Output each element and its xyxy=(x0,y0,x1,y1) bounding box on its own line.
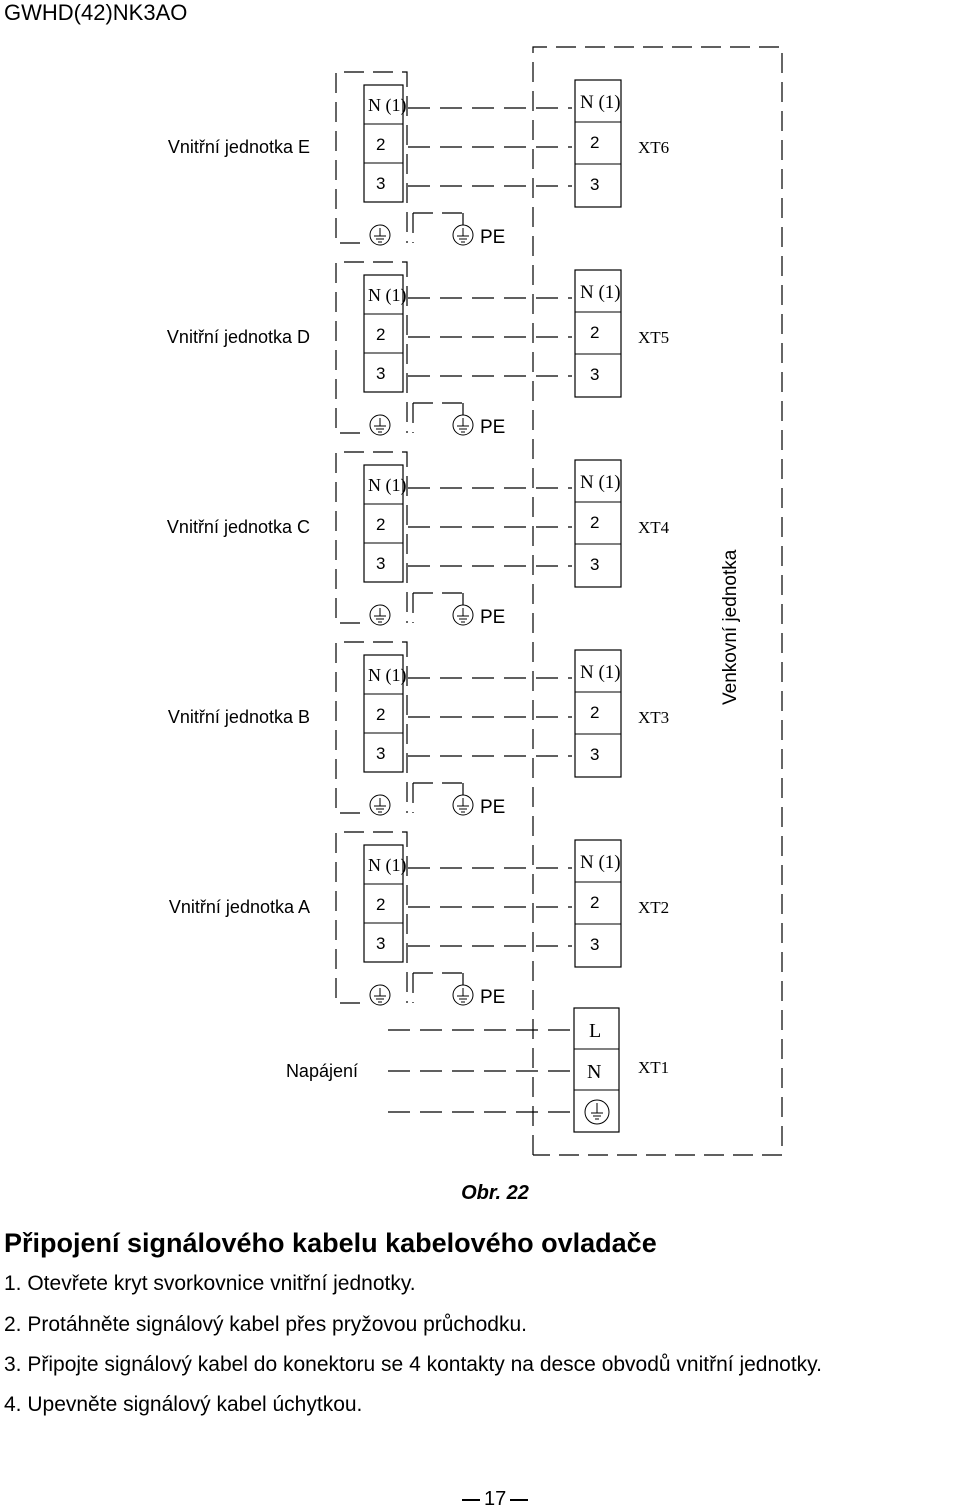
pe-label: PE xyxy=(480,227,505,248)
indoor-unit-enclosure xyxy=(335,831,408,1004)
indoor-terminal-3: 3 xyxy=(376,744,385,763)
indoor-unit-label: Vnitřní jednotka D xyxy=(167,327,310,347)
indoor-terminal-n1: N (1) xyxy=(368,285,407,306)
outdoor-terminal-n1: N (1) xyxy=(580,92,621,113)
outdoor-terminal-2: 2 xyxy=(590,323,599,342)
instruction-step-2: 2. Protáhněte signálový kabel přes pryžo… xyxy=(4,1313,527,1336)
indoor-unit-label: Vnitřní jednotka C xyxy=(167,517,310,537)
pe-ground-icon xyxy=(452,604,474,626)
indoor-terminal-2: 2 xyxy=(376,895,385,914)
pe-ground-icon xyxy=(452,224,474,246)
indoor-terminal-n1: N (1) xyxy=(368,855,407,876)
terminal-strip-label: XT6 xyxy=(638,138,669,157)
pe-label: PE xyxy=(480,987,505,1008)
power-terminal-strip-label: XT1 xyxy=(638,1058,669,1077)
ground-icon xyxy=(369,414,391,436)
ground-icon xyxy=(369,984,391,1006)
indoor-unit-enclosure xyxy=(335,451,408,624)
pe-label: PE xyxy=(480,417,505,438)
indoor-unit-enclosure xyxy=(335,641,408,814)
pe-ground-icon xyxy=(452,984,474,1006)
page-number: 17 xyxy=(458,1488,532,1511)
indoor-terminal-n1: N (1) xyxy=(368,475,407,496)
outdoor-terminal-block xyxy=(574,79,622,208)
pe-label: PE xyxy=(480,797,505,818)
outdoor-terminal-3: 3 xyxy=(590,365,599,384)
outdoor-terminal-3: 3 xyxy=(590,555,599,574)
outdoor-terminal-n1: N (1) xyxy=(580,662,621,683)
indoor-unit-label: Vnitřní jednotka A xyxy=(169,897,310,917)
outdoor-terminal-block xyxy=(574,269,622,398)
indoor-terminal-2: 2 xyxy=(376,135,385,154)
outdoor-terminal-2: 2 xyxy=(590,703,599,722)
indoor-terminal-3: 3 xyxy=(376,934,385,953)
indoor-terminal-n1: N (1) xyxy=(368,665,407,686)
pe-label: PE xyxy=(480,607,505,628)
pe-ground-icon xyxy=(452,794,474,816)
wiring-diagram: Vnitřní jednotka EN (1)23N (1)23XT6PEVni… xyxy=(167,46,783,1156)
outdoor-terminal-block xyxy=(574,839,622,968)
indoor-unit-label: Vnitřní jednotka B xyxy=(168,707,310,727)
outdoor-terminal-block xyxy=(574,649,622,778)
power-terminal-l: L xyxy=(589,1020,601,1042)
power-terminal-n: N xyxy=(587,1061,601,1083)
outdoor-terminal-2: 2 xyxy=(590,133,599,152)
outdoor-terminal-3: 3 xyxy=(590,745,599,764)
pe-ground-icon xyxy=(452,414,474,436)
outdoor-unit-frame xyxy=(532,46,783,1156)
model-header: GWHD(42)NK3AO xyxy=(4,0,188,25)
instruction-step-3: 3. Připojte signálový kabel do konektoru… xyxy=(4,1353,822,1376)
indoor-terminal-3: 3 xyxy=(376,554,385,573)
indoor-terminal-n1: N (1) xyxy=(368,95,407,116)
outdoor-terminal-n1: N (1) xyxy=(580,472,621,493)
indoor-terminal-block xyxy=(363,84,404,203)
indoor-terminal-block xyxy=(363,844,404,963)
section-title: Připojení signálového kabelu kabelového … xyxy=(4,1228,657,1258)
terminal-strip-label: XT4 xyxy=(638,518,670,537)
indoor-terminal-2: 2 xyxy=(376,705,385,724)
figure-caption: Obr. 22 xyxy=(461,1182,529,1204)
outdoor-unit-label: Venkovní jednotka xyxy=(720,549,741,705)
indoor-terminal-block xyxy=(363,274,404,393)
indoor-terminal-block xyxy=(363,654,404,773)
instruction-step-1: 1. Otevřete kryt svorkovnice vnitřní jed… xyxy=(4,1272,416,1295)
terminal-strip-label: XT5 xyxy=(638,328,669,347)
indoor-terminal-2: 2 xyxy=(376,325,385,344)
ground-icon xyxy=(369,224,391,246)
indoor-unit-enclosure xyxy=(335,261,408,434)
terminal-strip-label: XT3 xyxy=(638,708,669,727)
power-supply-label: Napájení xyxy=(286,1061,358,1081)
power-terminal-block xyxy=(573,1007,620,1133)
indoor-terminal-block xyxy=(363,464,404,583)
outdoor-terminal-block xyxy=(574,459,622,588)
terminal-strip-label: XT2 xyxy=(638,898,669,917)
ground-icon xyxy=(369,604,391,626)
outdoor-terminal-2: 2 xyxy=(590,513,599,532)
indoor-unit-label: Vnitřní jednotka E xyxy=(168,137,310,157)
instruction-step-4: 4. Upevněte signálový kabel úchytkou. xyxy=(4,1393,363,1416)
indoor-terminal-2: 2 xyxy=(376,515,385,534)
outdoor-terminal-2: 2 xyxy=(590,893,599,912)
outdoor-terminal-3: 3 xyxy=(590,935,599,954)
outdoor-terminal-n1: N (1) xyxy=(580,852,621,873)
indoor-terminal-3: 3 xyxy=(376,174,385,193)
ground-icon xyxy=(369,794,391,816)
power-ground-icon xyxy=(584,1099,610,1125)
indoor-unit-enclosure xyxy=(335,71,408,244)
indoor-terminal-3: 3 xyxy=(376,364,385,383)
outdoor-terminal-3: 3 xyxy=(590,175,599,194)
outdoor-terminal-n1: N (1) xyxy=(580,282,621,303)
